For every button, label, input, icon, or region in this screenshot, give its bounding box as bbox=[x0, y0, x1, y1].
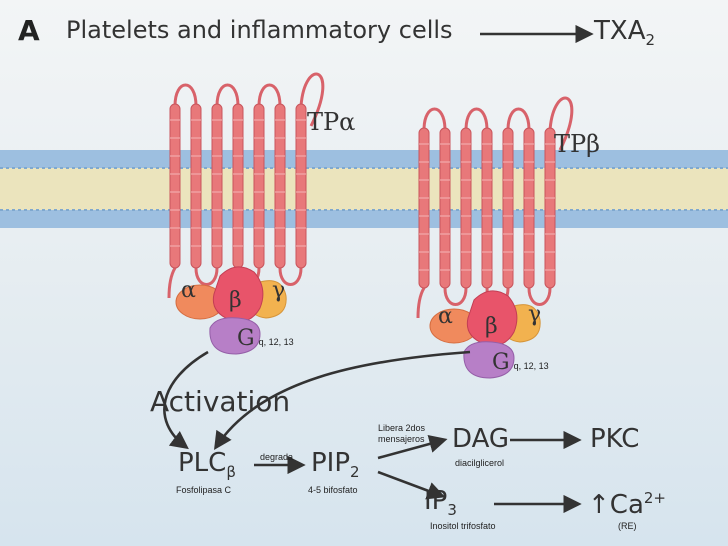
g-subtype-left: q, 12, 13 bbox=[258, 337, 294, 347]
g-protein-shape bbox=[209, 317, 261, 355]
transmembrane-helix bbox=[169, 103, 181, 269]
gamma-subunit-left: γ bbox=[272, 278, 286, 303]
beta-subunit-shape bbox=[212, 266, 264, 322]
plc-subscript: β bbox=[226, 463, 236, 481]
arrow-pip2-to-ip3 bbox=[377, 470, 446, 500]
arrow-left-g-to-plc bbox=[163, 350, 209, 450]
product-text: TXA bbox=[594, 16, 646, 46]
receptor-tp-alpha bbox=[167, 72, 325, 355]
ip-text: IP bbox=[424, 486, 448, 516]
receptor-label-left: TPα bbox=[307, 108, 356, 136]
ip-note: Inositol trifosfato bbox=[430, 521, 496, 531]
cell-membrane bbox=[0, 150, 728, 228]
g-subtype-right: q, 12, 13 bbox=[513, 361, 549, 371]
transmembrane-helix bbox=[295, 103, 307, 269]
alpha-subunit-left: α bbox=[181, 278, 196, 303]
transmembrane-helix bbox=[439, 127, 451, 289]
dag: DAG bbox=[452, 424, 510, 454]
libera-note-line2: mensajeros bbox=[378, 434, 425, 444]
g-letter-right: G bbox=[492, 350, 510, 375]
dag-note: diacilglicerol bbox=[455, 458, 505, 468]
pathway-arrows bbox=[163, 24, 594, 514]
panel-letter: A bbox=[18, 14, 40, 47]
transmembrane-helix bbox=[460, 127, 472, 289]
calcium: ↑Ca2+ bbox=[588, 489, 666, 520]
transmembrane-helix bbox=[253, 103, 265, 269]
product-subscript: 2 bbox=[645, 31, 656, 49]
beta-subunit-shape bbox=[466, 290, 518, 346]
ca-text: ↑Ca bbox=[588, 490, 644, 520]
transmembrane-helix bbox=[232, 103, 244, 269]
pip-text: PIP bbox=[311, 448, 351, 478]
ca-superscript: 2+ bbox=[643, 489, 666, 507]
beta-subunit-right: β bbox=[485, 314, 498, 339]
transmembrane-helix bbox=[211, 103, 223, 269]
plc-beta: PLCβ bbox=[178, 448, 236, 481]
ip-subscript: 3 bbox=[447, 501, 457, 519]
pip2: PIP2 bbox=[311, 448, 360, 481]
pip-subscript: 2 bbox=[350, 463, 360, 481]
transmembrane-helix bbox=[418, 127, 430, 289]
activation-label: Activation bbox=[150, 385, 291, 418]
g-protein-shape bbox=[463, 341, 515, 379]
ca-note: (RE) bbox=[618, 521, 637, 531]
alpha-subunit-right: α bbox=[438, 304, 453, 329]
plc-note: Fosfolipasa C bbox=[176, 485, 232, 495]
receptor-tp-beta bbox=[416, 96, 574, 379]
panel-title: Platelets and inflammatory cells bbox=[66, 16, 453, 44]
transmembrane-helix bbox=[274, 103, 286, 269]
arrow-right-g-to-plc bbox=[213, 350, 471, 451]
g-letter-left: G bbox=[237, 326, 255, 351]
transmembrane-helix bbox=[190, 103, 202, 269]
gamma-subunit-right: γ bbox=[528, 302, 542, 327]
arrow-pip2-to-dag bbox=[377, 435, 448, 460]
pkc: PKC bbox=[590, 424, 640, 454]
receptor-label-right: TPβ bbox=[554, 130, 601, 158]
product-label: TXA2 bbox=[594, 16, 656, 49]
libera-note-line1: Libera 2dos bbox=[378, 423, 426, 433]
transmembrane-helix bbox=[481, 127, 493, 289]
transmembrane-helix bbox=[502, 127, 514, 289]
beta-subunit-left: β bbox=[229, 288, 242, 313]
transmembrane-helix bbox=[544, 127, 556, 289]
degrada-note: degrada bbox=[260, 452, 294, 462]
transmembrane-helix bbox=[523, 127, 535, 289]
ip3: IP3 bbox=[424, 486, 457, 519]
pip-note: 4-5 bifosfato bbox=[308, 485, 358, 495]
plc-text: PLC bbox=[178, 448, 227, 478]
